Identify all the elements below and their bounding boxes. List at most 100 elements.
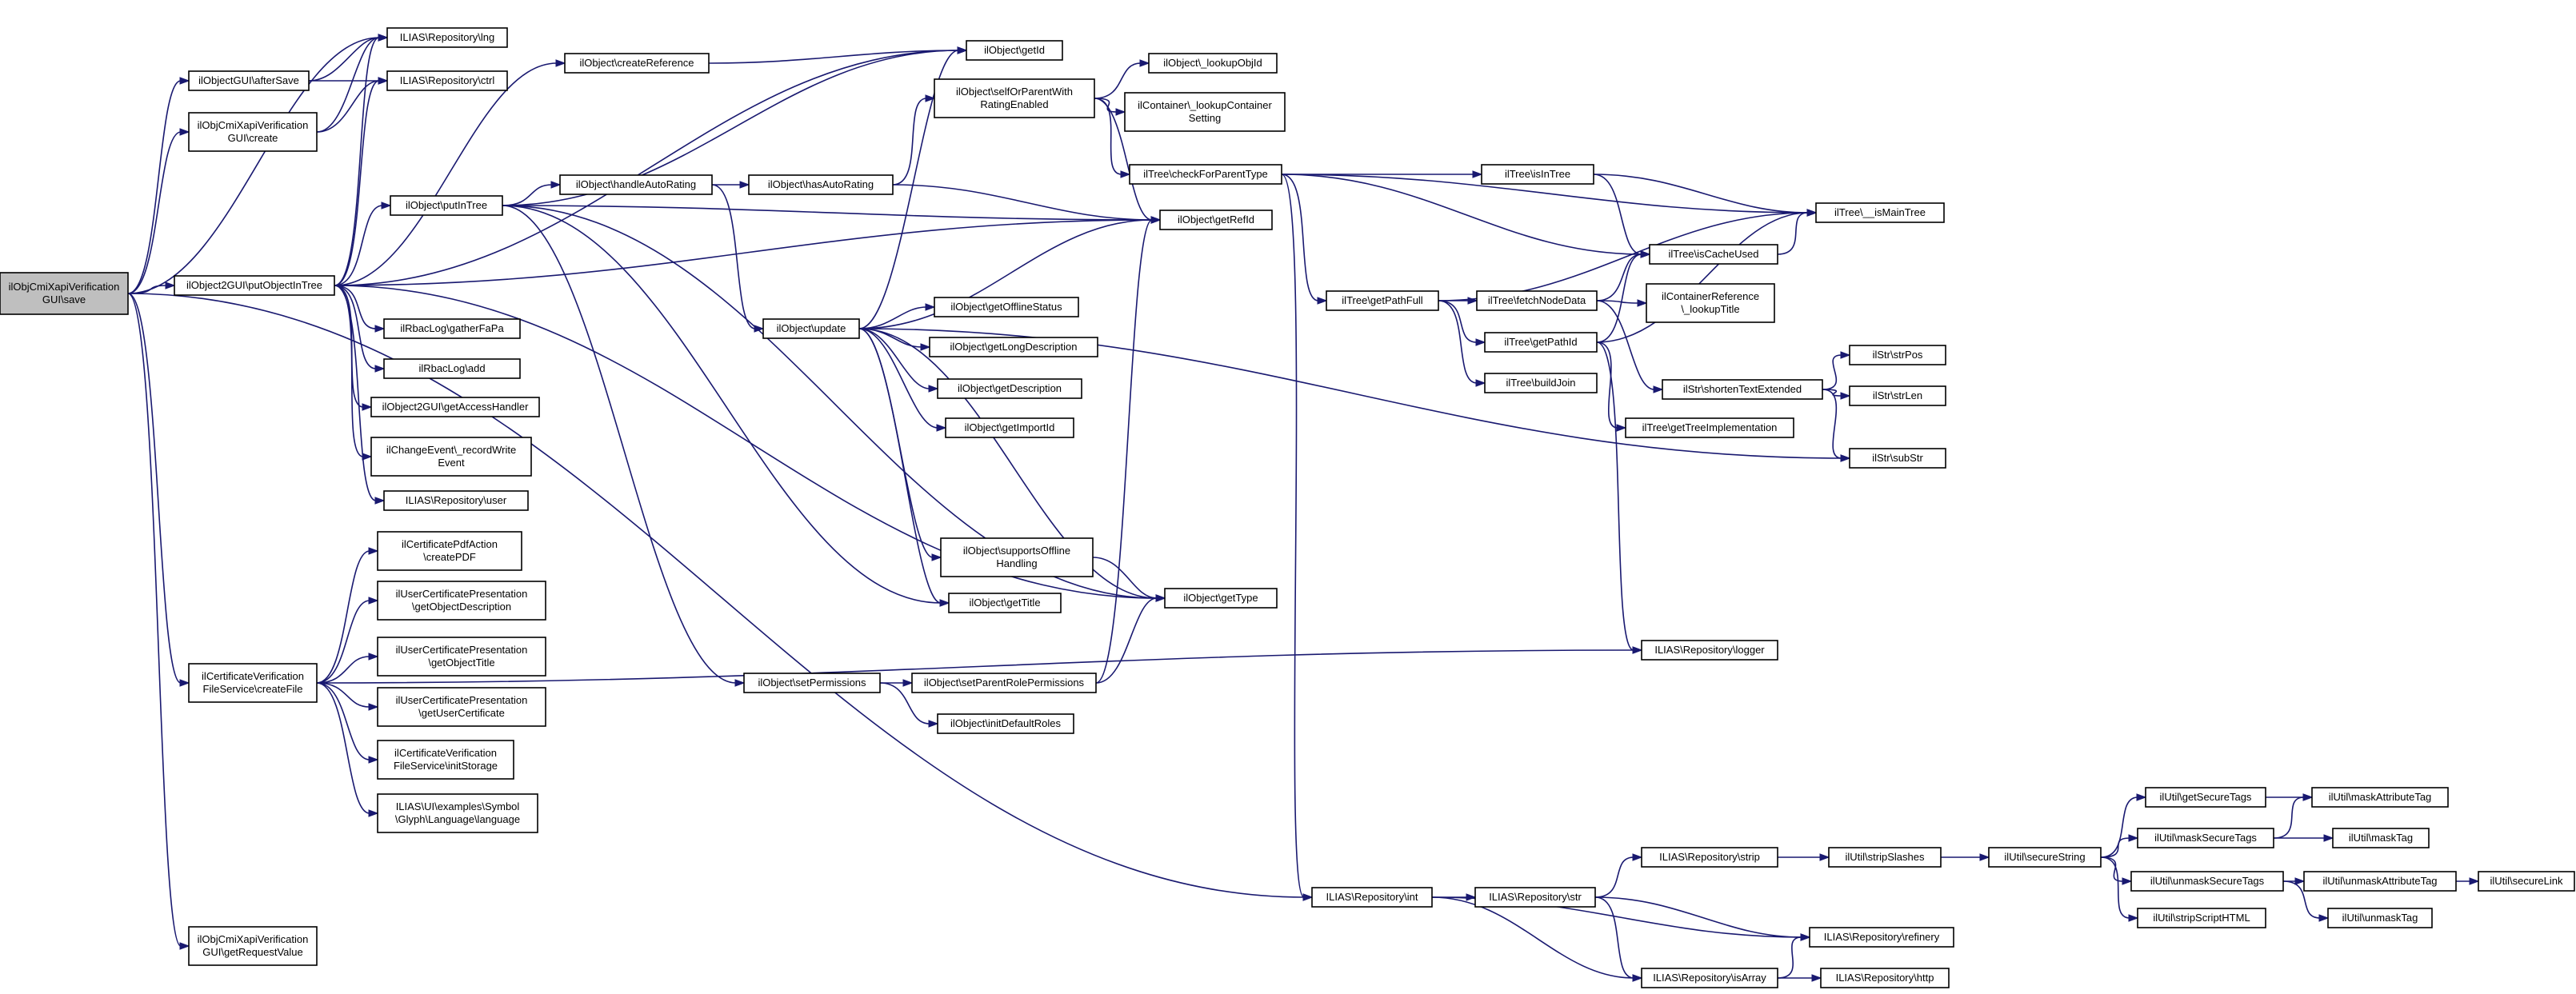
node-setPermissions[interactable]: ilObject\setPermissions xyxy=(743,673,881,693)
node-initStorage[interactable]: ilCertificateVerificationFileService\ini… xyxy=(377,740,514,780)
node-isCacheUsed[interactable]: ilTree\isCacheUsed xyxy=(1649,244,1778,265)
node-box xyxy=(1849,448,1946,469)
node-getImportId[interactable]: ilObject\getImportId xyxy=(945,417,1074,438)
node-label: ilObject\createReference xyxy=(579,57,694,69)
node-unmaskTag[interactable]: ilUtil\unmaskTag xyxy=(2327,908,2433,928)
arrowhead-icon xyxy=(368,547,379,555)
node-label: ilStr\strLen xyxy=(1873,389,1922,401)
node-repoInt[interactable]: ILIAS\Repository\int xyxy=(1311,887,1433,908)
node-box xyxy=(386,70,508,91)
node-createReference[interactable]: ilObject\createReference xyxy=(564,53,710,74)
node-getLongDescription[interactable]: ilObject\getLongDescription xyxy=(929,337,1098,357)
node-checkForParentType[interactable]: ilTree\checkForParentType xyxy=(1129,164,1282,185)
node-handleAutoRating[interactable]: ilObject\handleAutoRating xyxy=(559,174,713,195)
node-label: ilUtil\unmaskSecureTags xyxy=(2150,875,2265,887)
node-secureLink[interactable]: ilUtil\secureLink xyxy=(2478,871,2575,892)
node-refinery[interactable]: ILIAS\Repository\refinery xyxy=(1809,927,1954,948)
node-setParentRolePermissions[interactable]: ilObject\setParentRolePermissions xyxy=(911,673,1097,693)
node-fetchNodeData[interactable]: ilTree\fetchNodeData xyxy=(1476,290,1598,311)
node-getUserCertificate[interactable]: ilUserCertificatePresentation\getUserCer… xyxy=(377,687,546,727)
node-repoUser[interactable]: ILIAS\Repository\user xyxy=(383,490,529,511)
node-rbacAdd[interactable]: ilRbacLog\add xyxy=(383,358,521,379)
node-buildJoin[interactable]: ilTree\buildJoin xyxy=(1484,373,1598,393)
node-stripScriptHTML[interactable]: ilUtil\stripScriptHTML xyxy=(2137,908,2266,928)
node-repoStr[interactable]: ILIAS\Repository\str xyxy=(1474,887,1596,908)
edge-line xyxy=(1092,557,1158,599)
node-maskTag[interactable]: ilUtil\maskTag xyxy=(2332,828,2430,848)
node-isMainTree[interactable]: ilTree\__isMainTree xyxy=(1815,202,1945,223)
node-ctrl[interactable]: ILIAS\Repository\ctrl xyxy=(386,70,508,91)
node-getPathFull[interactable]: ilTree\getPathFull xyxy=(1326,290,1439,311)
node-getRequestValue[interactable]: ilObjCmiXapiVerificationGUI\getRequestVa… xyxy=(188,926,318,966)
edge-hasAutoRating-to-getRefId xyxy=(892,184,1162,224)
node-logger[interactable]: ILIAS\Repository\logger xyxy=(1641,640,1778,661)
node-update[interactable]: ilObject\update xyxy=(762,318,860,339)
edge-putObjectInTree-to-gatherFaPa xyxy=(334,285,386,333)
node-getRefId[interactable]: ilObject\getRefId xyxy=(1159,210,1273,230)
node-getId[interactable]: ilObject\getId xyxy=(966,40,1063,61)
node-strLen[interactable]: ilStr\strLen xyxy=(1849,385,1946,406)
node-getType[interactable]: ilObject\getType xyxy=(1164,588,1278,609)
node-getTreeImplementation[interactable]: ilTree\getTreeImplementation xyxy=(1625,417,1794,438)
node-repoStrip[interactable]: ILIAS\Repository\strip xyxy=(1641,847,1778,868)
node-lookupObjId[interactable]: ilObject\_lookupObjId xyxy=(1148,53,1278,74)
node-subStr[interactable]: ilStr\subStr xyxy=(1849,448,1946,469)
node-stripSlashes[interactable]: ilUtil\stripSlashes xyxy=(1828,847,1942,868)
node-box xyxy=(2332,828,2430,848)
edge-update-to-getOfflineStatus xyxy=(858,303,936,329)
node-getAccessHandler[interactable]: ilObject2GUI\getAccessHandler xyxy=(370,397,540,417)
edge-handleAutoRating-to-update xyxy=(711,184,765,333)
node-getSecureTags[interactable]: ilUtil\getSecureTags xyxy=(2145,787,2266,808)
node-label: \getObjectDescription xyxy=(412,601,511,613)
node-box xyxy=(370,437,532,477)
node-isInTree[interactable]: ilTree\isInTree xyxy=(1481,164,1594,185)
node-unmaskSecureTags[interactable]: ilUtil\unmaskSecureTags xyxy=(2130,871,2284,892)
arrowhead-icon xyxy=(2128,914,2139,922)
edge-createFile-to-logger xyxy=(316,646,1643,684)
edge-handleAutoRating-to-hasAutoRating xyxy=(712,181,750,189)
edge-save-to-afterSave xyxy=(127,77,190,294)
edge-line xyxy=(858,328,1842,459)
node-language[interactable]: ILIAS\UI\examples\Symbol\Glyph\Language\… xyxy=(377,793,538,833)
node-putObjectInTree[interactable]: ilObject2GUI\putObjectInTree xyxy=(174,275,335,296)
node-putInTree[interactable]: ilObject\putInTree xyxy=(390,195,503,216)
node-http[interactable]: ILIAS\Repository\http xyxy=(1820,968,1950,988)
edge-stripSlashes-to-secureString xyxy=(1941,853,1990,861)
edge-line xyxy=(1095,597,1158,684)
node-shortenTextExtended[interactable]: ilStr\shortenTextExtended xyxy=(1662,379,1823,400)
node-getOfflineStatus[interactable]: ilObject\getOfflineStatus xyxy=(934,297,1079,317)
node-initDefaultRoles[interactable]: ilObject\initDefaultRoles xyxy=(937,713,1074,734)
node-afterSave[interactable]: ilObjectGUI\afterSave xyxy=(188,70,310,91)
node-getPathId[interactable]: ilTree\getPathId xyxy=(1484,332,1598,353)
node-getTitle[interactable]: ilObject\getTitle xyxy=(948,593,1062,613)
node-lng[interactable]: ILIAS\Repository\lng xyxy=(386,27,508,48)
node-createFile[interactable]: ilCertificateVerificationFileService\cre… xyxy=(188,663,318,703)
node-lookupTitle[interactable]: ilContainerReference\_lookupTitle xyxy=(1646,283,1775,323)
node-strPos[interactable]: ilStr\strPos xyxy=(1849,345,1946,365)
node-getObjectTitle[interactable]: ilUserCertificatePresentation\getObjectT… xyxy=(377,637,546,677)
node-gatherFaPa[interactable]: ilRbacLog\gatherFaPa xyxy=(383,318,521,339)
node-isArray[interactable]: ILIAS\Repository\isArray xyxy=(1641,968,1778,988)
node-hasAutoRating[interactable]: ilObject\hasAutoRating xyxy=(748,174,894,195)
node-maskAttributeTag[interactable]: ilUtil\maskAttributeTag xyxy=(2311,787,2449,808)
node-label: ILIAS\Repository\ctrl xyxy=(400,74,495,86)
node-unmaskAttributeTag[interactable]: ilUtil\unmaskAttributeTag xyxy=(2303,871,2457,892)
edge-line xyxy=(334,285,377,369)
arrowhead-icon xyxy=(2136,793,2147,801)
edge-line xyxy=(1094,62,1142,99)
node-getDescription[interactable]: ilObject\getDescription xyxy=(937,378,1082,399)
edge-putInTree-to-setPermissions xyxy=(502,205,746,687)
node-getObjectDescription[interactable]: ilUserCertificatePresentation\getObjectD… xyxy=(377,581,546,621)
node-box xyxy=(564,53,710,74)
node-maskSecureTags[interactable]: ilUtil\maskSecureTags xyxy=(2137,828,2274,848)
node-secureString[interactable]: ilUtil\secureString xyxy=(1988,847,2102,868)
node-createPDF[interactable]: ilCertificatePdfAction\createPDF xyxy=(377,531,522,571)
node-label: ilCertificateVerification xyxy=(394,747,497,759)
edge-line xyxy=(127,293,182,684)
